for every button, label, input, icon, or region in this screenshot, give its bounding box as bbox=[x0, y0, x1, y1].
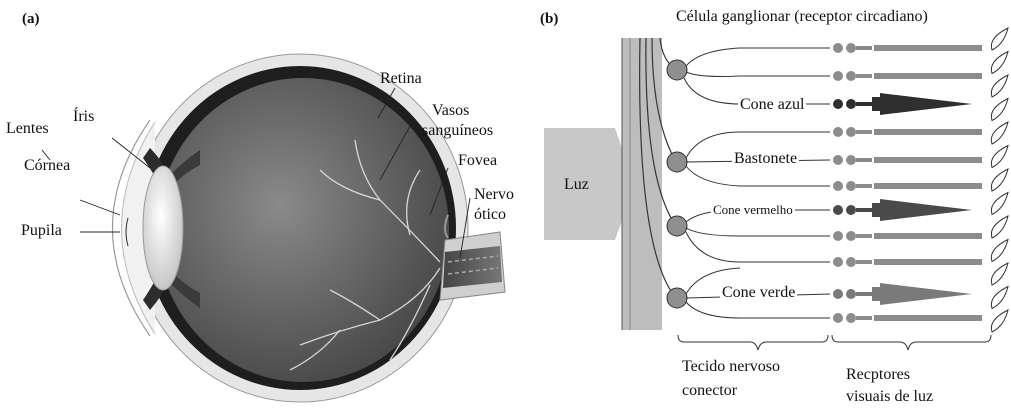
label-celula-ganglionar: Célula ganglionar (receptor circadiano) bbox=[676, 8, 928, 26]
pigment-cell bbox=[991, 169, 1008, 191]
rod-stalk bbox=[856, 184, 872, 188]
ganglion-cells bbox=[667, 60, 687, 308]
pigment-cell bbox=[991, 193, 1008, 215]
cone-blue-stalk bbox=[856, 102, 872, 106]
label-tecido-1: Tecido nervoso bbox=[682, 358, 780, 376]
rod-nucleus bbox=[846, 155, 856, 165]
rod-nucleus bbox=[833, 43, 843, 53]
label-nervo-1: Nervo bbox=[474, 186, 514, 204]
luz-arrow bbox=[544, 128, 635, 240]
label-cone-azul: Cone azul bbox=[738, 96, 806, 114]
cone-green-cone-segment bbox=[880, 283, 972, 305]
lens bbox=[143, 166, 183, 290]
rod-outer-segment bbox=[874, 259, 982, 265]
rod-nucleus bbox=[833, 231, 843, 241]
cone-green-nucleus bbox=[833, 289, 843, 299]
label-lentes: Lentes bbox=[6, 120, 49, 138]
cone-blue-nucleus bbox=[833, 99, 843, 109]
label-vasos-2: sanguíneos bbox=[422, 122, 493, 140]
label-nervo-2: ótico bbox=[474, 206, 506, 224]
rod-stalk bbox=[856, 46, 872, 50]
cone-red-nucleus bbox=[833, 205, 843, 215]
label-fovea: Fovea bbox=[458, 152, 497, 170]
rod-nucleus bbox=[833, 181, 843, 191]
rod-stalk bbox=[856, 316, 872, 320]
pigment-cell bbox=[991, 28, 1008, 50]
pigment-epithelium bbox=[991, 28, 1008, 332]
pigment-cell bbox=[991, 240, 1008, 262]
brackets bbox=[678, 335, 991, 350]
rod-nucleus bbox=[846, 43, 856, 53]
cone-green-nucleus bbox=[846, 289, 856, 299]
tissue-band bbox=[622, 38, 662, 330]
cone-red-inner-segment bbox=[872, 203, 880, 217]
rod-nucleus bbox=[833, 313, 843, 323]
cone-red-nucleus bbox=[846, 205, 856, 215]
panel-a-label: (a) bbox=[22, 10, 40, 28]
rod-nucleus bbox=[833, 257, 843, 267]
rod-stalk bbox=[856, 130, 872, 134]
pigment-cell bbox=[991, 52, 1008, 74]
label-cone-vermelho: Cone vermelho bbox=[711, 201, 795, 219]
pigment-cell bbox=[991, 75, 1008, 97]
panel-b-label: (b) bbox=[540, 10, 558, 28]
rod-stalk bbox=[856, 260, 872, 264]
rod-nucleus bbox=[833, 155, 843, 165]
pigment-cell bbox=[991, 263, 1008, 285]
pigment-cell bbox=[991, 216, 1008, 238]
vitreous-body bbox=[157, 78, 449, 382]
cone-green-stalk bbox=[856, 292, 872, 296]
cone-blue-cone-segment bbox=[880, 93, 972, 115]
rod-stalk bbox=[856, 234, 872, 238]
label-retina: Retina bbox=[380, 70, 422, 88]
rod-nucleus bbox=[846, 71, 856, 81]
label-vasos-1: Vasos bbox=[432, 102, 469, 120]
rod-outer-segment bbox=[874, 45, 982, 51]
rod-outer-segment bbox=[874, 183, 982, 189]
pigment-cell bbox=[991, 310, 1008, 332]
cone-blue-inner-segment bbox=[872, 97, 880, 111]
rod-nucleus bbox=[833, 71, 843, 81]
rod-stalk bbox=[856, 74, 872, 78]
rod-nucleus bbox=[846, 231, 856, 241]
pigment-cell bbox=[991, 122, 1008, 144]
rod-outer-segment bbox=[874, 157, 982, 163]
pigment-cell bbox=[991, 146, 1008, 168]
rod-outer-segment bbox=[874, 129, 982, 135]
label-bastonete: Bastonete bbox=[732, 150, 799, 168]
optic-nerve bbox=[440, 232, 505, 300]
rod-stalk bbox=[856, 158, 872, 162]
photoreceptors bbox=[833, 43, 982, 323]
label-pupila: Pupila bbox=[21, 222, 62, 240]
label-luz: Luz bbox=[564, 176, 589, 194]
cone-red-cone-segment bbox=[880, 199, 972, 221]
pigment-cell bbox=[991, 287, 1008, 309]
rod-outer-segment bbox=[874, 315, 982, 321]
cone-green-inner-segment bbox=[872, 287, 880, 301]
connector-lines bbox=[684, 48, 830, 318]
cone-red-stalk bbox=[856, 208, 872, 212]
rod-nucleus bbox=[846, 313, 856, 323]
rod-nucleus bbox=[846, 127, 856, 137]
pigment-cell bbox=[991, 99, 1008, 121]
rod-outer-segment bbox=[874, 73, 982, 79]
rod-nucleus bbox=[846, 181, 856, 191]
cone-blue-nucleus bbox=[846, 99, 856, 109]
label-cone-verde: Cone verde bbox=[720, 284, 797, 302]
rod-nucleus bbox=[846, 257, 856, 267]
label-tecido-2: conector bbox=[682, 382, 737, 400]
rod-outer-segment bbox=[874, 233, 982, 239]
label-iris: Íris bbox=[73, 108, 94, 126]
label-cornea: Córnea bbox=[24, 157, 70, 175]
label-receptores-1: Recptores bbox=[846, 366, 910, 384]
label-receptores-2: visuais de luz bbox=[846, 388, 933, 406]
rod-nucleus bbox=[833, 127, 843, 137]
